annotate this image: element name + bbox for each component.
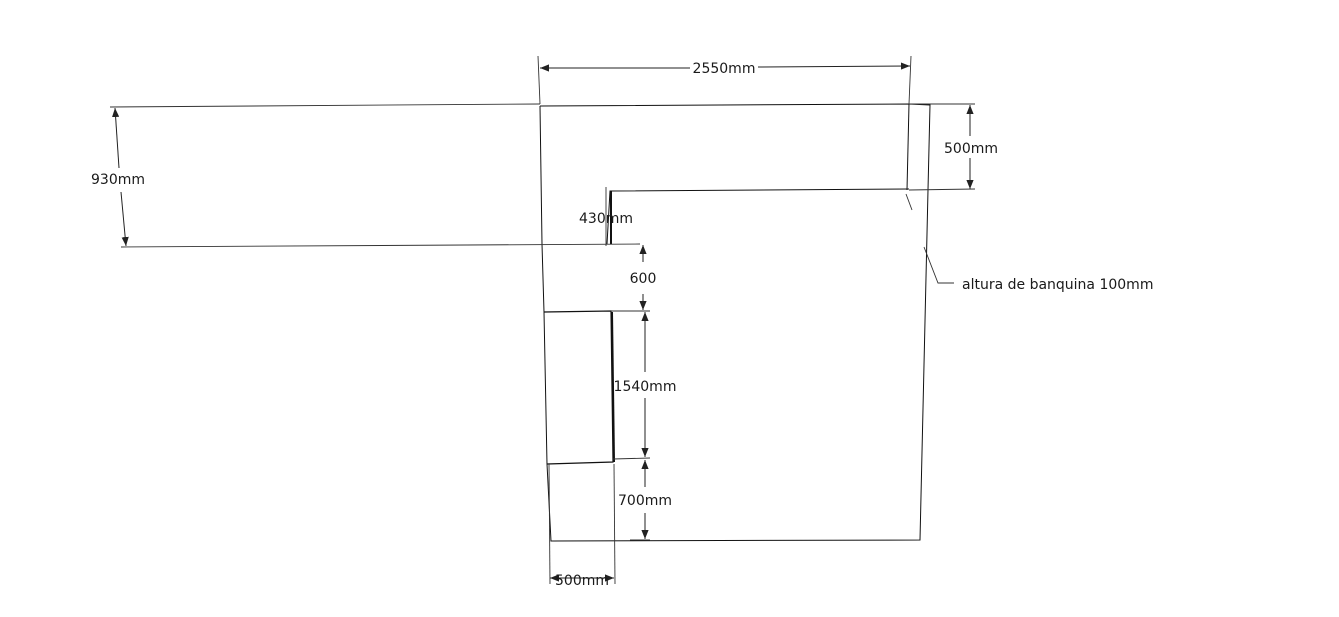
label-bottom-segment: 700mm (618, 493, 672, 509)
label-opening-height: 1540mm (614, 379, 677, 395)
ledge-note: altura de banquina 100mm (905, 193, 1153, 293)
label-top-width: 2550mm (693, 61, 756, 77)
label-notch: 430mm (579, 211, 633, 227)
dimension-opening-height: 1540mm (612, 312, 677, 460)
label-right-top-height: 500mm (944, 141, 998, 157)
dimension-bottom-width: 500mm (548, 463, 616, 589)
label-left-height: 930mm (91, 172, 145, 188)
dimension-right-top-height: 500mm (908, 103, 998, 191)
label-ledge-height: altura de banquina 100mm (962, 277, 1153, 293)
dimension-top-width: 2550mm (537, 55, 912, 105)
outline (539, 103, 931, 542)
dimension-gap: 600 (611, 245, 657, 312)
label-bottom-width: 500mm (555, 573, 609, 589)
label-gap: 600 (630, 271, 657, 287)
dimension-notch: 430mm (579, 187, 633, 246)
dimension-bottom-segment: 700mm (618, 460, 672, 541)
dimension-left-height: 930mm (91, 103, 641, 248)
